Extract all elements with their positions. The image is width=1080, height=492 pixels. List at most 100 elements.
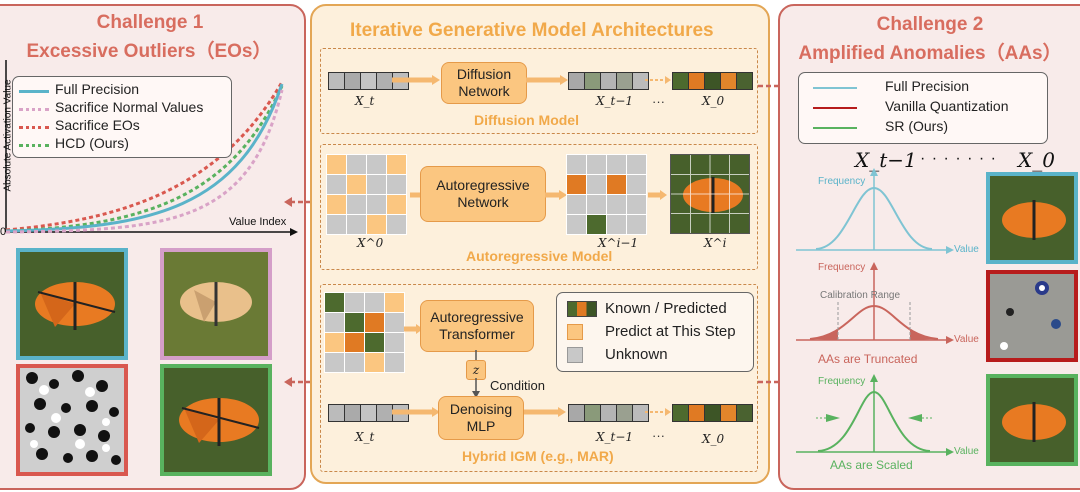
- noise-pattern-icon: [990, 274, 1074, 358]
- sr-distribution-plot: [796, 374, 954, 456]
- unknown-swatch: [567, 347, 583, 363]
- sr-frequency-label: Frequency: [818, 376, 866, 387]
- diffusion-network-box: Diffusion Network: [441, 62, 527, 104]
- grid-cell: [344, 292, 365, 313]
- fp-result-image: [986, 172, 1078, 264]
- x0-token-strip: [672, 72, 753, 90]
- butterfly-icon: [164, 368, 268, 472]
- right-legend: Full Precision Vanilla Quantization SR (…: [798, 72, 1048, 144]
- diffusion-model-section: [320, 48, 758, 134]
- diffusion-x-in: X_t: [355, 94, 375, 108]
- butterfly-icon: [990, 176, 1074, 260]
- hybrid-x-in: X_t: [355, 430, 375, 444]
- outlier-curve-plot: [5, 60, 298, 236]
- butterfly-icon: [671, 155, 749, 233]
- grid-cell: [346, 154, 367, 175]
- grid-cell: [386, 154, 407, 175]
- grid-cell: [366, 154, 387, 175]
- grid-cell: [586, 154, 607, 175]
- grid-cell: [326, 174, 347, 195]
- arrow-icon: [524, 407, 566, 417]
- legend-known: Known / Predicted: [605, 300, 727, 317]
- grid-cell: [626, 194, 647, 215]
- sacrifice-normal-curve: [5, 89, 284, 234]
- autoregressive-model-label: Autoregressive Model: [466, 248, 613, 264]
- fp-value-label: Value: [954, 244, 979, 255]
- legend-sr-line: [813, 127, 857, 129]
- scaled-label: AAs are Scaled: [830, 458, 913, 472]
- grid-cell: [606, 194, 627, 215]
- sacrifice-eos-image: [16, 364, 128, 476]
- grid-cell: [606, 174, 627, 195]
- legend-unknown: Unknown: [605, 346, 668, 363]
- challenge2-subtitle: Amplified Anomalies（AAs）: [798, 43, 1062, 64]
- architectures-title: Iterative Generative Model Architectures: [350, 20, 714, 41]
- arrow-icon: [526, 75, 568, 85]
- legend-sr: SR (Ours): [885, 118, 948, 134]
- arrow-icon: [392, 75, 440, 85]
- hybrid-legend: Known / Predicted Predict at This Step U…: [556, 292, 754, 372]
- autoregressive-model-section: [320, 144, 758, 270]
- sr-result-image: [986, 374, 1078, 466]
- grid-cell: [344, 312, 365, 333]
- legend-hcd: HCD (Ours): [55, 135, 129, 151]
- grid-cell: [626, 154, 647, 175]
- grid-cell: [566, 214, 587, 235]
- vq-value-label: Value: [954, 334, 979, 345]
- butterfly-icon: [990, 378, 1074, 462]
- challenge2-title: Challenge 2: [876, 14, 984, 35]
- dashed-arrow-icon: [645, 408, 671, 416]
- z-condition-box: z: [466, 360, 486, 380]
- grid-cell: [344, 332, 365, 353]
- diffusion-x-mid: X_t−1: [596, 94, 634, 108]
- arrow-icon: [392, 407, 440, 417]
- butterfly-icon: [164, 252, 268, 356]
- dashed-arrow-icon: [645, 76, 671, 84]
- arrow-down-icon: [472, 378, 480, 398]
- legend-vanilla-line: [813, 107, 857, 109]
- grid-cell: [324, 292, 345, 313]
- hybrid-igm-section: [320, 284, 758, 472]
- arrow-icon: [648, 190, 667, 200]
- grid-cell: [326, 214, 347, 235]
- grid-cell: [324, 332, 345, 353]
- x0-label: X_0: [1018, 148, 1055, 172]
- xt1-token-strip: [568, 72, 649, 90]
- diffusion-x-out: X_0: [702, 94, 725, 108]
- grid-cell: [366, 214, 387, 235]
- grid-cell: [364, 332, 385, 353]
- fp-distribution-plot: [796, 168, 954, 254]
- autoregressive-transformer-box: Autoregressive Transformer: [420, 300, 534, 352]
- grid-cell: [384, 352, 405, 373]
- vanilla-result-image: [986, 270, 1078, 362]
- full-precision-curve: [5, 83, 284, 233]
- hybrid-xt1-strip: [568, 404, 649, 422]
- hybrid-x0-strip: [672, 404, 753, 422]
- legend-sacrifice-eos-line: [19, 126, 49, 129]
- xt-token-strip: [328, 72, 409, 90]
- challenge1-subtitle: Excessive Outliers（EOs）: [26, 41, 272, 62]
- grid-cell: [566, 194, 587, 215]
- grid-cell: [344, 352, 365, 373]
- ar-output-image: [670, 154, 750, 234]
- ar-mid-grid: [566, 154, 647, 235]
- vanilla-distribution-plot: [796, 262, 954, 344]
- legend-fp: Full Precision: [885, 78, 970, 94]
- grid-cell: [586, 174, 607, 195]
- legend-sacrifice-normal: Sacrifice Normal Values: [55, 99, 204, 115]
- diffusion-model-label: Diffusion Model: [474, 112, 579, 128]
- grid-cell: [626, 214, 647, 235]
- x-axis-label: Value Index: [229, 216, 287, 228]
- legend-full-precision: Full Precision: [55, 81, 140, 97]
- autoregressive-network-box: Autoregressive Network: [420, 166, 546, 222]
- sacrifice-eos-curve: [5, 81, 284, 232]
- ar-x-in: X^0: [357, 236, 384, 250]
- hybrid-x-mid: X_t−1: [596, 430, 634, 444]
- grid-cell: [586, 194, 607, 215]
- denoising-mlp-box: Denoising MLP: [438, 396, 524, 440]
- known-swatch: [567, 301, 597, 317]
- condition-label: Condition: [490, 378, 545, 393]
- grid-cell: [326, 154, 347, 175]
- grid-cell: [586, 214, 607, 235]
- noise-pattern-icon: [20, 368, 124, 472]
